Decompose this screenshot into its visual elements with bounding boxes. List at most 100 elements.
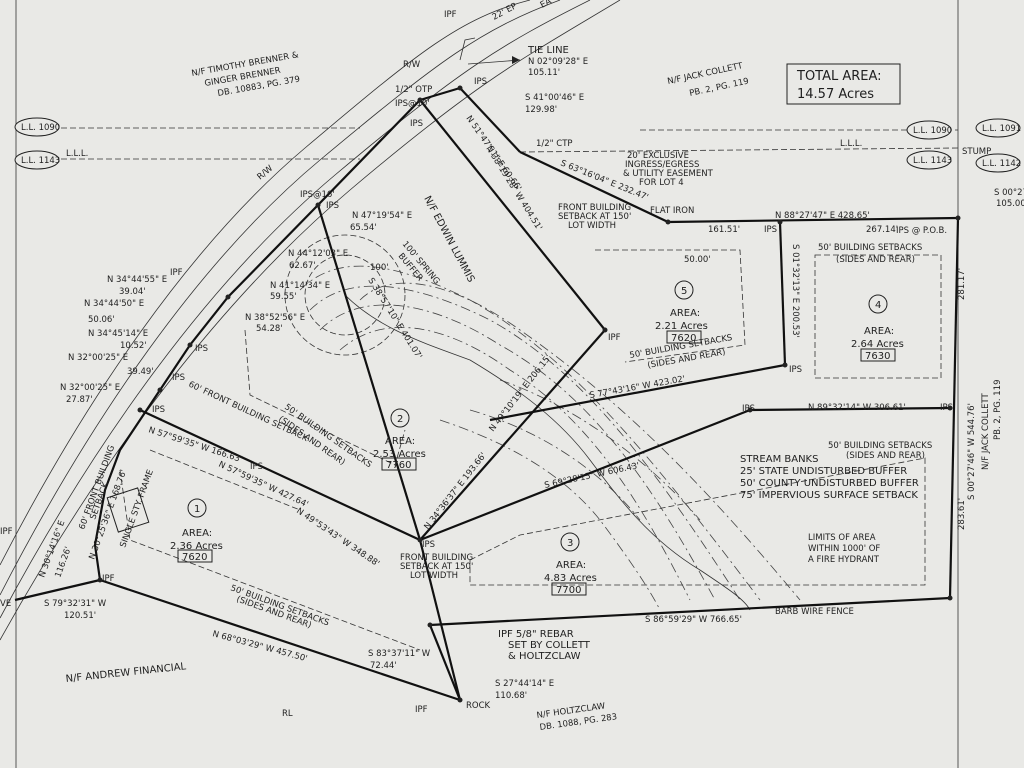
ips-lot5: IPS <box>764 225 777 235</box>
lot2-code: 7760 <box>386 460 411 471</box>
setback-lines <box>119 249 942 651</box>
ll1090-right-label: L.L. 1090 <box>913 126 952 136</box>
ips-mid3: IPS <box>152 405 165 415</box>
tie-line-title: TIE LINE <box>527 45 569 56</box>
road-edge-note: EA <box>539 0 554 11</box>
ips-mid1: IPS <box>195 344 208 354</box>
rw-mid: R/W <box>256 163 276 182</box>
ips-mid2: IPS <box>172 373 185 383</box>
total-area-label: TOTAL AREA: <box>796 69 882 84</box>
road-ve-note: VE <box>0 599 11 609</box>
lot5-area-label: AREA: <box>670 308 700 319</box>
ll1142-label: L.L. 1142 <box>982 159 1021 169</box>
lot2-area-label: AREA: <box>385 436 415 447</box>
easement-line-2: INGRESS/EGRESS <box>625 160 699 170</box>
lot4-area-label: AREA: <box>864 326 894 337</box>
front-top-line-3: LOT WIDTH <box>568 221 616 231</box>
lot2-number: 2 <box>397 414 403 425</box>
n44-bearing: N 44°12'03" E <box>288 249 348 259</box>
lot5-number: 5 <box>681 286 687 297</box>
spring-offset: 100' <box>370 263 389 273</box>
n89-bearing: N 89°32'14" W 306.61' <box>808 403 906 413</box>
lot3-area-label: AREA: <box>556 560 586 571</box>
s79-bearing: S 79°32'31" W <box>44 599 107 609</box>
ips-pob: IPS @ P.O.B. <box>896 226 947 236</box>
dist-110: 110.68' <box>495 691 527 701</box>
n32a-bearing: N 32°00'25" E <box>68 353 128 363</box>
rebar-line-2: SET BY COLLETT <box>508 640 591 651</box>
flat-iron-marker: FLAT IRON <box>650 206 694 216</box>
lot4-number: 4 <box>875 300 881 311</box>
n88-bearing: N 88°27'47" E 428.65' <box>775 211 870 221</box>
lot1-code: 7620 <box>182 552 207 563</box>
front-bottom-line-2: SETBACK AT 150' <box>400 562 473 572</box>
ips-left: IPS <box>326 201 339 211</box>
n34d-bearing: N 34°36'37" E 193.66' <box>422 451 488 532</box>
s41-bearing: S 41°00'46" E <box>525 93 584 103</box>
dist-10: 10.52' <box>120 341 147 351</box>
dist-281: 281.17' <box>957 268 967 300</box>
rock-marker: ROCK <box>466 701 491 711</box>
rebar-line-1: IPF 5/8" REBAR <box>498 629 574 640</box>
s00-bearing: S 00°27'46" W 544.76' <box>967 403 977 500</box>
lot3-number: 3 <box>567 538 573 549</box>
fire-line-2: WITHIN 1000' OF <box>808 544 880 554</box>
s77-bearing: S 77°43'16" W 423.02' <box>589 374 686 401</box>
lot1-acres: 2.36 Acres <box>170 541 223 552</box>
lot-boundaries <box>14 37 960 702</box>
rl-marker: RL <box>282 709 293 719</box>
corner-pins <box>97 85 961 703</box>
s83-bearing: S 83°37'11" W <box>368 649 431 659</box>
lll-right-label: L.L.L. <box>840 139 862 149</box>
road-right-of-way <box>0 0 621 641</box>
ctp-marker: 1/2" CTP <box>536 139 573 149</box>
barb-wire-note: BARB WIRE FENCE <box>775 607 854 617</box>
ips-mid4: IPS <box>250 462 263 472</box>
ips10-marker: IPS@10' <box>395 99 430 109</box>
ipf-lot1: IPF <box>102 574 115 584</box>
rebar-line-3: & HOLTZCLAW <box>508 651 581 662</box>
ipf-bottom: IPF <box>415 705 428 715</box>
setback3-line-1: 50' BUILDING SETBACKS <box>828 441 932 451</box>
dist-72: 72.44' <box>370 661 397 671</box>
lot5-acres: 2.21 Acres <box>655 321 708 332</box>
rw-top: R/W <box>403 60 421 70</box>
n47-bearing: N 47°19'54" E <box>352 211 412 221</box>
s41-dist: 129.98' <box>525 105 557 115</box>
land-lot-lines <box>16 127 959 160</box>
marker-labels: IPF IPS IPS@10' IPS IPS@16' IPS IPF IPS … <box>0 10 991 719</box>
s69-bearing: S 69°28'15" W 606.43' <box>544 461 641 491</box>
dist-62: 62.67' <box>289 261 316 271</box>
front-top-line-2: SETBACK AT 150' <box>558 212 631 222</box>
ipf-center: IPF <box>608 333 621 343</box>
lot1-number: 1 <box>194 504 200 515</box>
setback3-line-2: (SIDES AND REAR) <box>846 451 925 461</box>
total-area-box <box>786 63 901 105</box>
front-top-line-1: FRONT BUILDING <box>558 203 631 213</box>
n34a-bearing: N 34°44'55" E <box>107 275 167 285</box>
lll-top-label: L.L.L. <box>66 149 88 159</box>
n38e-bearing: N 38°52'56" E <box>245 313 305 323</box>
ips-center: IPS <box>422 540 435 550</box>
s01-bearing: S 01°32'13" E 200.53' <box>790 244 800 338</box>
dist-27: 27.87' <box>66 395 93 405</box>
n32b-bearing: N 32°00'25" E <box>60 383 120 393</box>
n68-bearing: N 68°03'29" W 457.50' <box>211 629 308 664</box>
land-lot-badges: L.L. 1090 L.L. 1143 L.L. 1090 L.L. 1143 … <box>14 117 1021 173</box>
front-bottom-line-3: LOT WIDTH <box>410 571 458 581</box>
dist-39a: 39.04' <box>119 287 146 297</box>
n41-bearing: N 41°14'34" E <box>270 281 330 291</box>
ll1143-left-label: L.L. 1143 <box>21 156 60 166</box>
easement-line-1: 20' EXCLUSIVE <box>627 151 689 161</box>
lot3-code: 7700 <box>556 585 581 596</box>
stream-line-4: 75' IMPERVIOUS SURFACE SETBACK <box>740 490 918 501</box>
s27-bearing: S 27°44'14" E <box>495 679 554 689</box>
stream-line-2: 25' STATE UNDISTURBED BUFFER <box>740 466 907 477</box>
contour-lines <box>284 234 801 611</box>
dist-50: 50.00' <box>684 255 711 265</box>
ips-top: IPS <box>474 77 487 87</box>
dist-105: 105.00' <box>996 199 1024 209</box>
lot3-acres: 4.83 Acres <box>544 573 597 584</box>
lot4-acres: 2.64 Acres <box>851 339 904 350</box>
